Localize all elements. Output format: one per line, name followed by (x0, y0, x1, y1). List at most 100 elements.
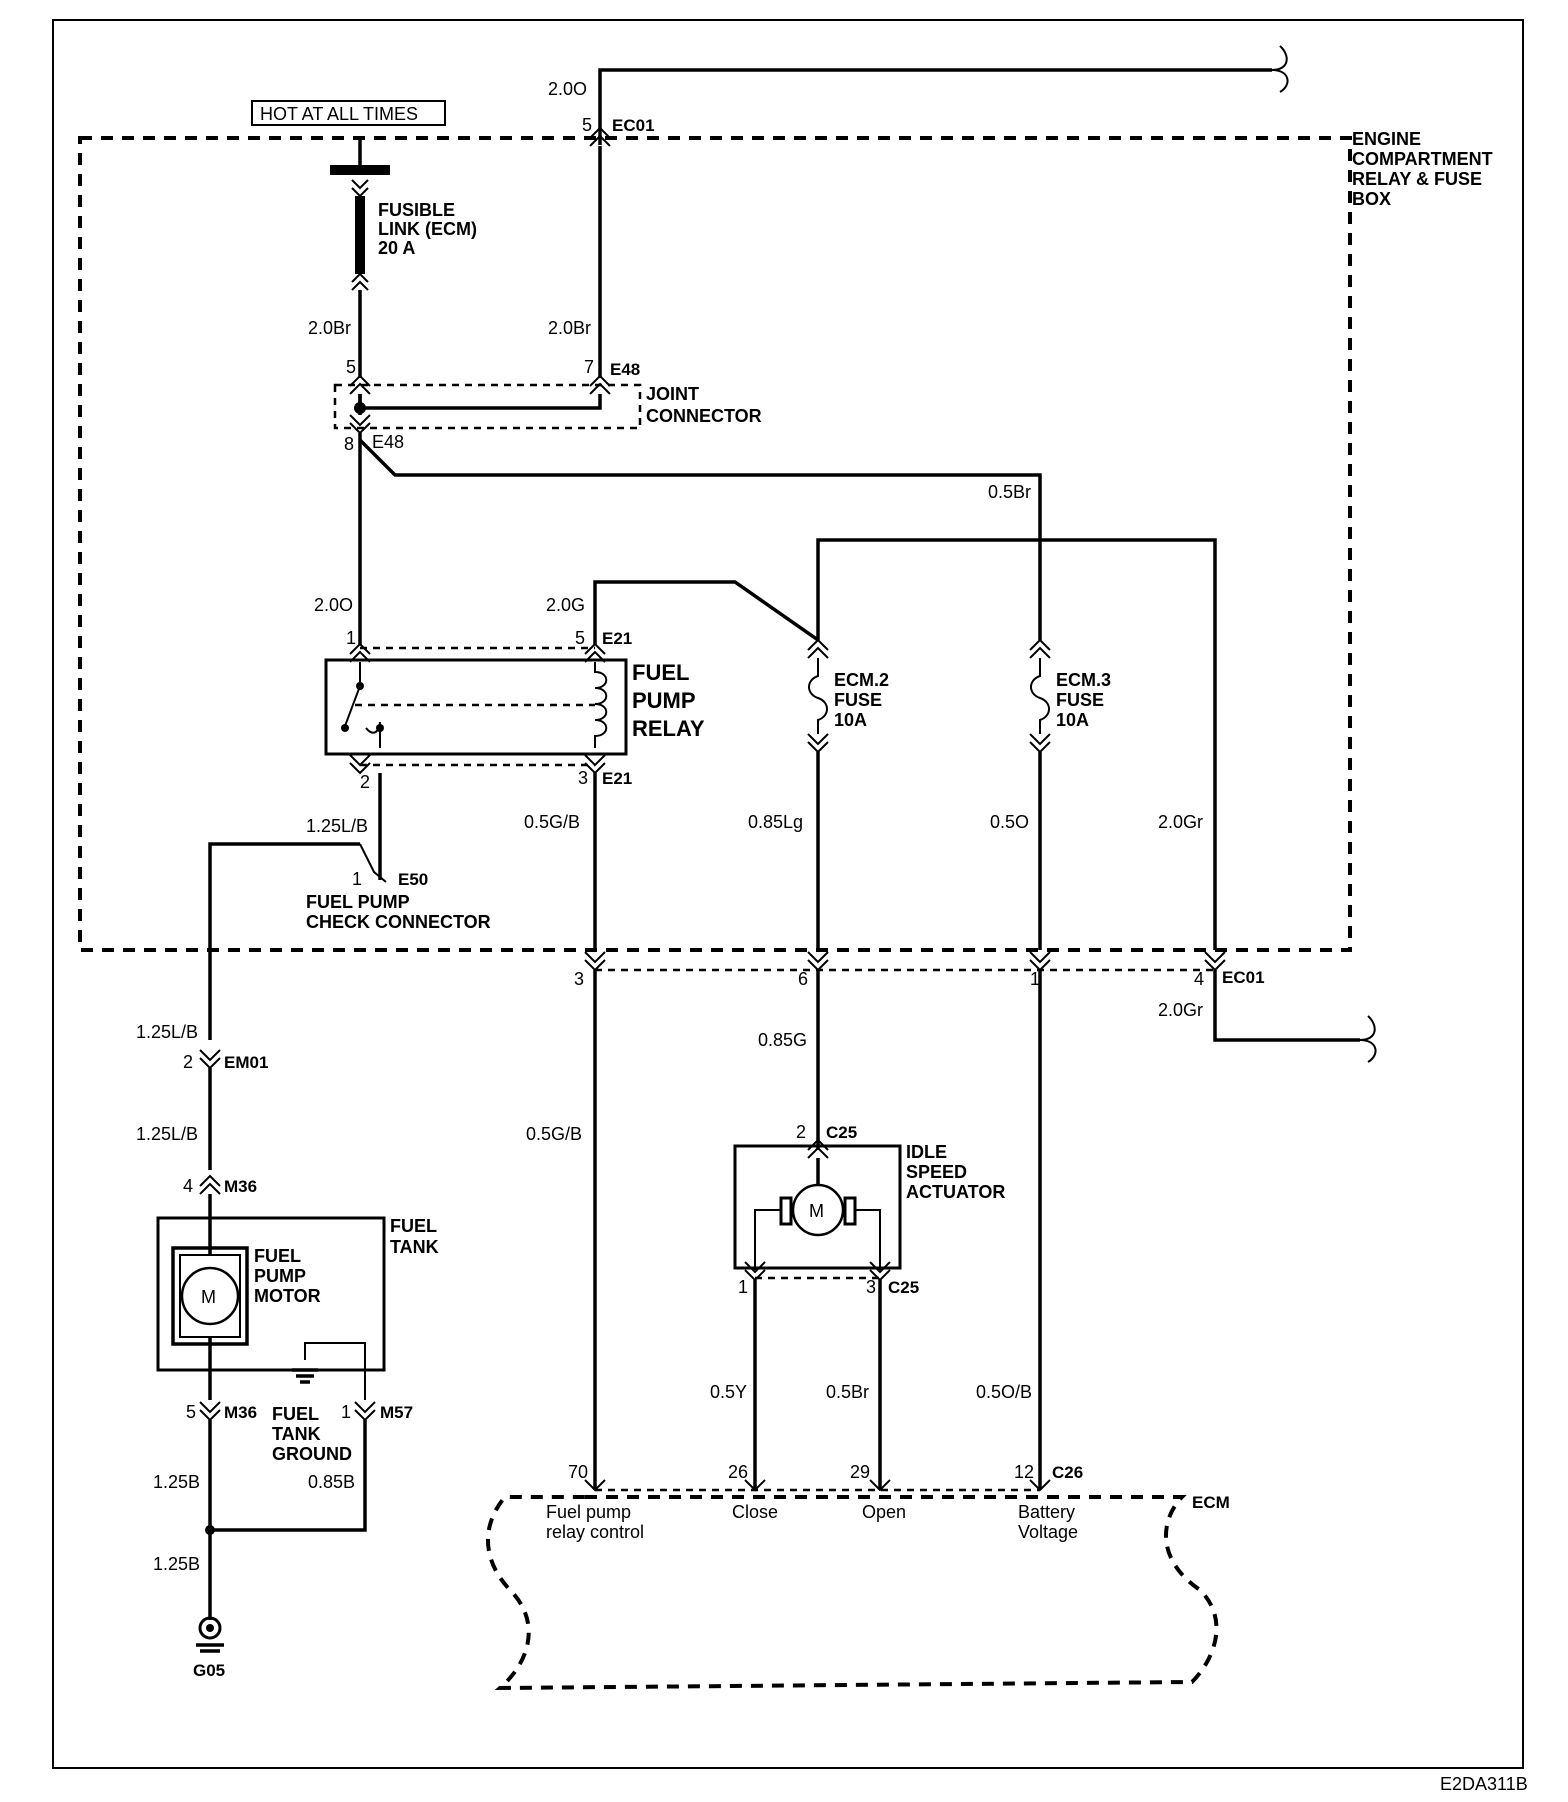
svg-text:EM01: EM01 (224, 1053, 268, 1072)
svg-text:E21: E21 (602, 629, 632, 648)
svg-text:ECM: ECM (1192, 1493, 1230, 1512)
wire-2-0br-right: 2.0Br (548, 146, 602, 378)
connector-m57: 1 M57 (341, 1401, 413, 1422)
svg-text:EC01: EC01 (612, 116, 655, 135)
svg-text:FUEL: FUEL (272, 1404, 319, 1424)
svg-text:70: 70 (568, 1462, 588, 1482)
svg-text:G05: G05 (193, 1661, 225, 1680)
connector-m36-pin4: 4 M36 (183, 1174, 257, 1196)
wire-2-0o-relay: 2.0O (314, 433, 362, 645)
connector-c25-pin2: 2 C25 (796, 1122, 857, 1159)
svg-text:2.0Br: 2.0Br (548, 318, 591, 338)
svg-text:RELAY: RELAY (632, 716, 705, 741)
svg-text:3: 3 (866, 1277, 876, 1297)
wire-2-0gr-lower: 2.0Gr (1158, 970, 1377, 1063)
wire-0-5br: 0.5Br (358, 438, 1042, 640)
fuel-pump-relay: 1 5 E21 2 3 E21 FUEL PUMP RELAY (324, 628, 705, 792)
svg-text:4: 4 (1194, 969, 1204, 989)
wire-0-5br-isa: 0.5Br (826, 1280, 882, 1490)
svg-text:3: 3 (574, 969, 584, 989)
connector-m36-pin5: 5 M36 (186, 1401, 257, 1422)
fuel-pump-motor: M FUEL PUMP MOTOR (171, 1194, 321, 1400)
svg-text:1: 1 (346, 628, 356, 648)
svg-text:relay control: relay control (546, 1522, 644, 1542)
svg-text:1: 1 (352, 869, 362, 889)
svg-text:1.25L/B: 1.25L/B (306, 816, 368, 836)
svg-text:FUEL PUMP: FUEL PUMP (306, 892, 410, 912)
svg-text:2.0G: 2.0G (546, 595, 585, 615)
wire-2-0br-left: 2.0Br (308, 290, 362, 378)
svg-text:10A: 10A (1056, 710, 1089, 730)
connector-ec01-bottom: 3 6 1 4 EC01 (574, 951, 1265, 989)
svg-text:FUSE: FUSE (1056, 690, 1104, 710)
svg-text:GROUND: GROUND (272, 1444, 352, 1464)
wire-1-25lb-a: 1.25L/B (136, 1022, 198, 1042)
hot-label-box (251, 100, 446, 126)
battery-bus-bar (330, 165, 390, 175)
connector-c26: 70 26 29 12 C26 (568, 1462, 1083, 1492)
fusible-link-element (355, 196, 365, 274)
ground-g05: G05 (193, 1616, 225, 1680)
fuel-pump-check-connector: 1 E50 FUEL PUMP CHECK CONNECTOR (306, 869, 491, 932)
wire-2-0o-top: 2.0O (548, 45, 1289, 145)
fusible-link: FUSIBLE LINK (ECM) 20 A (330, 138, 477, 291)
svg-text:2.0Br: 2.0Br (308, 318, 351, 338)
svg-text:LINK (ECM): LINK (ECM) (378, 219, 477, 239)
svg-text:0.5O: 0.5O (990, 812, 1029, 832)
svg-text:IDLE: IDLE (906, 1142, 947, 1162)
svg-text:1.25L/B: 1.25L/B (136, 1124, 198, 1144)
svg-text:C25: C25 (888, 1278, 919, 1297)
svg-text:C25: C25 (826, 1123, 857, 1142)
wire-1-25b-b: 1.25B (153, 1530, 212, 1620)
motor-icon (791, 1183, 845, 1237)
wire-0-5gb-lower: 0.5G/B (526, 970, 597, 1490)
wire-1-25lb-relay: 1.25L/B (208, 773, 387, 1040)
fuel-tank-ground: FUEL TANK GROUND (272, 1342, 366, 1464)
svg-text:4: 4 (183, 1176, 193, 1196)
hot-label: HOT AT ALL TIMES (260, 104, 418, 124)
svg-text:10A: 10A (834, 710, 867, 730)
svg-text:2.0O: 2.0O (548, 79, 587, 99)
wire-break-symbol (1359, 1015, 1377, 1063)
svg-text:ENGINE: ENGINE (1352, 129, 1421, 149)
wire-2-0g: 2.0G (546, 580, 820, 645)
wire-0-5y: 0.5Y (710, 1280, 757, 1490)
svg-text:COMPARTMENT: COMPARTMENT (1352, 149, 1493, 169)
svg-text:0.85Lg: 0.85Lg (748, 812, 803, 832)
svg-text:2: 2 (183, 1052, 193, 1072)
svg-text:Fuel pump: Fuel pump (546, 1502, 631, 1522)
motor-icon (180, 1266, 240, 1326)
engine-compartment-box-outline (78, 136, 1352, 952)
wire-break-symbol (1271, 45, 1289, 93)
svg-text:2: 2 (796, 1122, 806, 1142)
connector-c25-bottom: 1 3 C25 (738, 1261, 919, 1297)
svg-text:1: 1 (738, 1277, 748, 1297)
svg-text:8: 8 (344, 434, 354, 454)
svg-text:2.0Gr: 2.0Gr (1158, 1000, 1203, 1020)
svg-text:5: 5 (575, 628, 585, 648)
wire-0-5o: 0.5O (990, 752, 1042, 950)
connector-ec01-pin5: 5 EC01 (582, 115, 655, 147)
svg-text:5: 5 (346, 357, 356, 377)
wire-0-85lg: 0.85Lg (748, 752, 820, 950)
svg-text:EC01: EC01 (1222, 968, 1265, 987)
svg-text:ECM.2: ECM.2 (834, 670, 889, 690)
svg-text:PUMP: PUMP (254, 1266, 306, 1286)
svg-text:1: 1 (341, 1402, 351, 1422)
svg-text:CHECK CONNECTOR: CHECK CONNECTOR (306, 912, 491, 932)
svg-text:RELAY & FUSE: RELAY & FUSE (1352, 169, 1482, 189)
svg-text:E50: E50 (398, 870, 428, 889)
engine-box-label: ENGINE COMPARTMENT RELAY & FUSE BOX (1352, 129, 1493, 209)
svg-text:M36: M36 (224, 1403, 257, 1422)
svg-text:0.5Br: 0.5Br (988, 482, 1031, 502)
svg-text:1.25L/B: 1.25L/B (136, 1022, 198, 1042)
wire-1-25b-a: 1.25B (153, 1420, 212, 1530)
svg-text:M57: M57 (380, 1403, 413, 1422)
svg-text:Voltage: Voltage (1018, 1522, 1078, 1542)
svg-text:ECM.3: ECM.3 (1056, 670, 1111, 690)
idle-speed-actuator: M IDLE SPEED ACTUATOR (733, 1142, 1005, 1270)
svg-text:FUEL: FUEL (254, 1246, 301, 1266)
wire-0-5gb-upper: 0.5G/B (524, 773, 597, 950)
diagram-code: E2DA311B (1440, 1774, 1528, 1794)
svg-text:20 A: 20 A (378, 238, 415, 258)
